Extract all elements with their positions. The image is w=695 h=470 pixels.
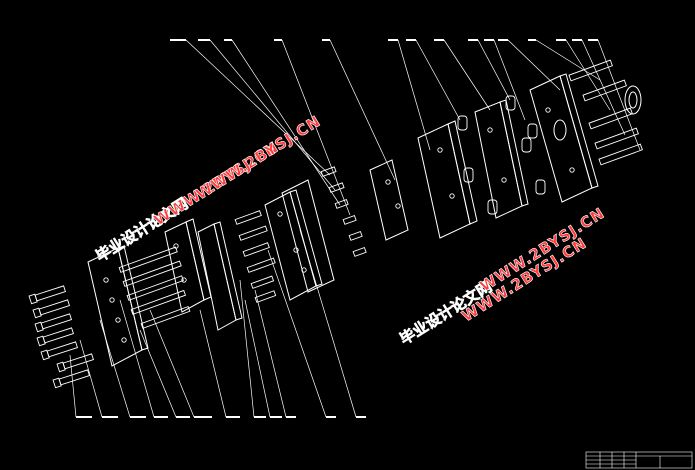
guide-pin	[250, 275, 275, 289]
guide-pin	[238, 225, 268, 241]
plate-hole	[115, 317, 121, 323]
plate-cavity-a-edge	[289, 189, 323, 287]
screw	[598, 143, 643, 166]
guide-pin	[334, 198, 349, 209]
leader-line	[69, 354, 77, 418]
plate-hole	[545, 107, 551, 113]
sprue-bushing	[553, 119, 567, 141]
plate-clamp-top-edge	[559, 73, 599, 189]
plate-hole	[501, 177, 507, 183]
guide-pin	[234, 210, 262, 225]
title-block	[585, 451, 693, 469]
leader-line	[254, 289, 287, 418]
plate-hole	[293, 247, 299, 253]
leader-line	[231, 39, 341, 206]
plate-hole	[449, 193, 455, 199]
guide-pin	[254, 290, 277, 303]
plate-hole	[395, 203, 401, 209]
guide-pin	[328, 182, 345, 193]
leader-line	[597, 39, 641, 151]
screw	[594, 127, 639, 150]
plate-hole	[103, 277, 109, 283]
guide-pin	[140, 305, 191, 329]
leader-line	[329, 39, 396, 181]
leader-line	[477, 39, 511, 101]
plate-clamp-left-edge	[117, 245, 149, 351]
screw-head	[32, 307, 42, 319]
leader-line	[149, 309, 195, 418]
plate-hole	[385, 179, 391, 185]
guide-pin	[342, 214, 357, 225]
plate-support-edge	[213, 221, 243, 321]
screw	[568, 59, 613, 82]
plate-hole	[181, 277, 187, 283]
plate-cavity-b	[281, 179, 335, 293]
plate-fixed-edge	[499, 99, 529, 207]
leader-line	[535, 39, 601, 81]
guide-pin	[130, 289, 187, 315]
guide-pin	[246, 257, 276, 273]
leader-line	[199, 309, 227, 418]
screw-head	[28, 293, 38, 305]
screw	[582, 79, 627, 102]
leader-line	[267, 249, 327, 418]
screw-head	[40, 349, 50, 361]
guide-pin	[118, 246, 178, 273]
block-stripper	[369, 159, 409, 241]
plate-hole	[569, 167, 575, 173]
plate-hole	[437, 147, 443, 153]
mold-parts	[87, 73, 642, 367]
guide-pin	[122, 260, 182, 287]
guide-pin	[352, 246, 367, 257]
bushing	[463, 167, 474, 183]
leader-line	[139, 329, 177, 418]
leader-line	[239, 279, 255, 418]
plate-runner-edge	[447, 120, 478, 225]
mold-hardware	[28, 59, 643, 389]
plate-hole	[173, 243, 179, 249]
leader-line	[507, 39, 561, 91]
plate-hole	[277, 211, 283, 217]
plate-hole	[487, 127, 493, 133]
bushing	[457, 115, 468, 131]
bushing	[527, 123, 538, 139]
plate-hole	[121, 337, 127, 343]
guide-pin	[320, 166, 337, 177]
leader-line	[244, 299, 271, 418]
guide-pin	[348, 230, 363, 241]
leader-line	[397, 39, 431, 151]
locating-ring-inner	[628, 91, 638, 109]
guide-pin	[242, 242, 270, 257]
screw-head	[36, 335, 46, 347]
leader-line	[415, 39, 461, 121]
callout-leaders	[69, 39, 641, 418]
leader-line	[443, 39, 491, 111]
bushing	[521, 137, 532, 153]
leader-line	[281, 39, 351, 216]
bushing	[535, 179, 546, 195]
screw-head	[52, 377, 62, 389]
leader-line	[119, 299, 155, 418]
screw-head	[56, 361, 66, 373]
screw	[588, 107, 633, 130]
bushing	[487, 199, 498, 215]
plate-hole	[301, 267, 307, 273]
screw-head	[34, 321, 44, 333]
leader-line	[493, 39, 526, 121]
locating-ring	[624, 85, 642, 115]
plate-hole	[109, 297, 115, 303]
bushing	[505, 95, 516, 111]
leader-line	[79, 339, 103, 418]
